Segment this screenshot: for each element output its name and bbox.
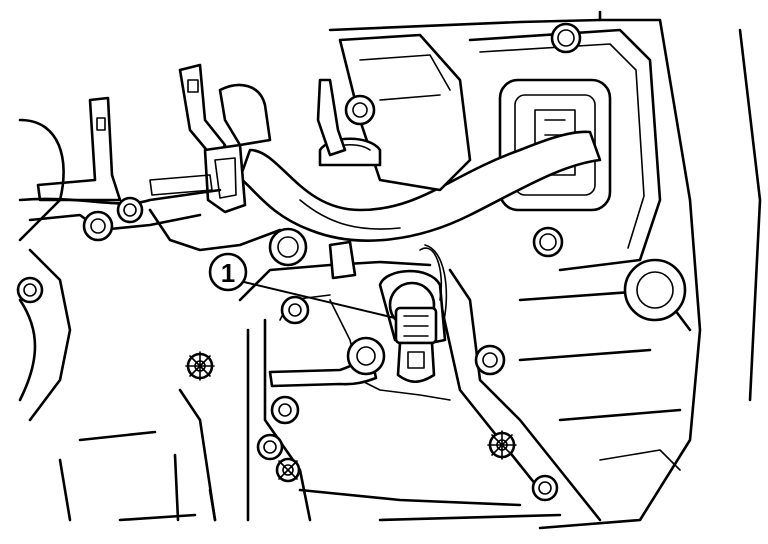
pipe [268, 336, 386, 388]
callout-1-label: 1 [221, 258, 235, 288]
valve-body-plate [238, 227, 602, 522]
left-brackets [36, 63, 347, 202]
left-housing [16, 118, 282, 422]
sensor-component [378, 244, 448, 384]
hose [238, 130, 602, 242]
upper-bracket [318, 33, 472, 192]
callout-1: 1 [208, 252, 396, 319]
lower-left-details [58, 388, 217, 522]
bolt-heads [185, 351, 517, 483]
